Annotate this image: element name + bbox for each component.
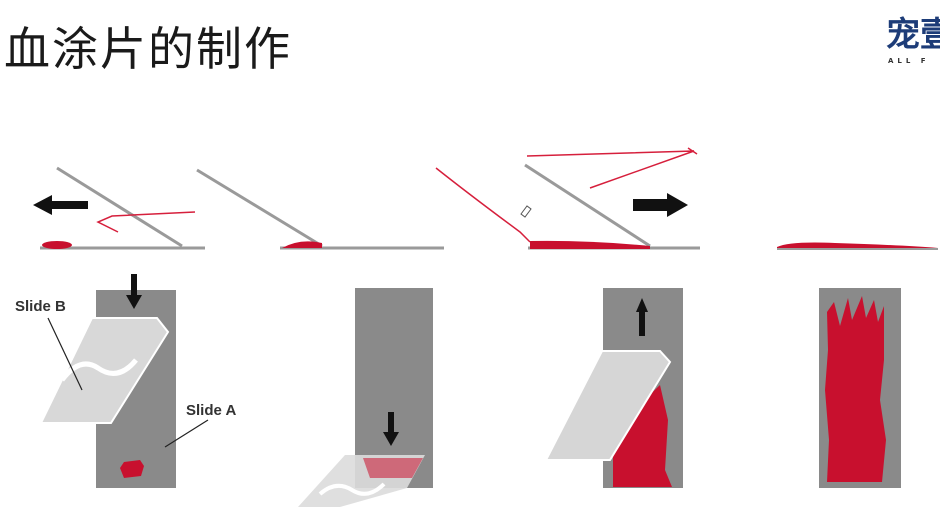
spreader-slide <box>196 168 323 248</box>
left-arrow-icon <box>33 195 88 215</box>
step3-top-view <box>544 288 683 488</box>
slide-a-label: Slide A <box>186 402 236 419</box>
down-arrow-icon <box>126 274 142 309</box>
blood-film <box>777 242 938 249</box>
step1-side-view <box>33 166 205 250</box>
step4-top-view <box>819 288 901 488</box>
blood-film <box>282 241 322 248</box>
blood-smear <box>825 296 886 482</box>
step3-side-view <box>435 147 700 250</box>
pen-annotation <box>526 150 695 189</box>
step1-top-view: Slide B Slide A <box>15 274 236 488</box>
pen-annotation <box>435 167 531 243</box>
spreader-slide <box>524 163 651 248</box>
step2-side-view <box>196 168 444 250</box>
step4-side-view <box>777 242 938 250</box>
page-title: 血涂片的制作 <box>4 22 292 76</box>
slide-b-leader <box>47 317 83 391</box>
pen-annotation <box>687 147 698 155</box>
slide-b <box>544 350 672 461</box>
right-arrow-icon <box>633 193 688 217</box>
slide-b-label: Slide B <box>15 298 66 315</box>
slide-b-wave <box>318 482 386 496</box>
pen-annotation <box>96 211 196 233</box>
slide-a-leader <box>164 419 209 448</box>
blood-film <box>613 385 672 487</box>
cursor-icon <box>520 205 532 218</box>
slide-a <box>355 288 433 488</box>
blood-line <box>363 458 423 478</box>
blood-drop <box>120 460 144 478</box>
down-arrow-icon <box>383 412 399 446</box>
blood-film <box>530 240 650 249</box>
brand-logo: 宠壹 <box>886 15 940 55</box>
up-arrow-icon <box>636 298 648 336</box>
brand-logo-subtitle: ALL F <box>888 57 930 65</box>
step2-top-view <box>298 288 433 507</box>
spreader-slide <box>56 166 183 248</box>
blood-drop <box>42 241 72 249</box>
